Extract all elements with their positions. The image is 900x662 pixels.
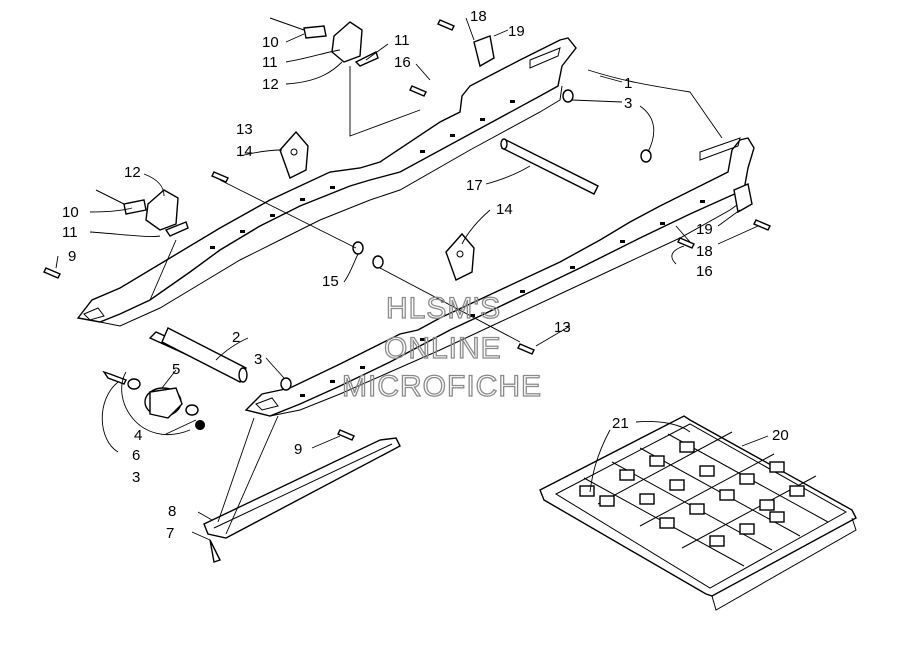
callout-14[interactable]: 14: [496, 201, 513, 218]
callout-17[interactable]: 17: [466, 177, 483, 194]
callout-18[interactable]: 18: [470, 8, 487, 25]
watermark-line-1: HLSM'S: [386, 292, 501, 325]
callout-3[interactable]: 3: [132, 469, 140, 486]
callout-19[interactable]: 19: [696, 221, 713, 238]
callout-12[interactable]: 12: [124, 164, 141, 181]
leader-lines: [55, 17, 769, 541]
callout-10[interactable]: 10: [262, 34, 279, 51]
callout-8[interactable]: 8: [168, 503, 176, 520]
callout-11[interactable]: 11: [394, 32, 410, 49]
callout-11[interactable]: 11: [262, 54, 278, 71]
callout-12[interactable]: 12: [262, 76, 279, 93]
rail-right-lower: [244, 137, 755, 417]
callout-15[interactable]: 15: [322, 273, 339, 290]
callout-16[interactable]: 16: [394, 54, 411, 71]
callout-13[interactable]: 13: [236, 121, 253, 138]
callout-19[interactable]: 19: [508, 23, 525, 40]
wear-strip-8: [203, 437, 401, 563]
track-20: [539, 415, 857, 611]
callout-9[interactable]: 9: [294, 441, 302, 458]
callout-3[interactable]: 3: [624, 95, 632, 112]
axle-17: [500, 138, 599, 195]
callout-9[interactable]: 9: [68, 248, 76, 265]
callout-10[interactable]: 10: [62, 204, 79, 221]
callout-6[interactable]: 6: [132, 447, 140, 464]
callout-4[interactable]: 4: [134, 427, 142, 444]
watermark: HLSM'S ONLINE MICROFICHE: [341, 291, 542, 403]
callout-16[interactable]: 16: [696, 263, 713, 280]
bracket-14-lower: [445, 232, 475, 281]
callout-5[interactable]: 5: [172, 361, 180, 378]
callout-3[interactable]: 3: [254, 351, 262, 368]
idler-wheel-assembly: [102, 370, 206, 430]
callout-1[interactable]: 1: [624, 75, 632, 92]
callout-18[interactable]: 18: [696, 243, 713, 260]
watermark-line-2: ONLINE: [384, 332, 502, 365]
fasteners: [43, 19, 771, 441]
callout-13[interactable]: 13: [554, 319, 571, 336]
callout-14[interactable]: 14: [236, 143, 253, 160]
end-cap-19-top: [473, 35, 495, 68]
shock-mount-left: [95, 189, 189, 237]
callout-21[interactable]: 21: [612, 415, 629, 432]
watermark-line-3: MICROFICHE: [342, 370, 542, 403]
callout-20[interactable]: 20: [772, 427, 789, 444]
end-cap-19-right: [733, 183, 753, 214]
rail-left-upper: [76, 37, 577, 327]
callout-7[interactable]: 7: [166, 525, 174, 542]
cross-shaft-2: [148, 327, 248, 383]
bracket-14-upper: [279, 130, 309, 179]
callout-11[interactable]: 11: [62, 224, 78, 241]
callout-2[interactable]: 2: [232, 329, 240, 346]
callouts: 1 2 3 3 3 4 5 6 7 8 9 9 10 10 11 11 11 1…: [62, 8, 789, 542]
